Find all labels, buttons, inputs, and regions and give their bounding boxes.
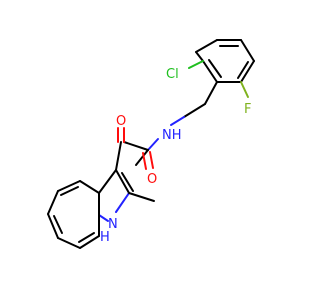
chemical-structure: Cl F NH O O N H xyxy=(47,39,255,249)
ch2-bond xyxy=(183,103,206,118)
ch2-n-bond xyxy=(170,116,185,126)
amide-oxygen-label: O xyxy=(147,172,157,187)
chlorofluorophenyl-ring xyxy=(195,39,255,83)
indole-ring xyxy=(47,169,155,249)
n-c-bond xyxy=(147,138,159,151)
chlorine-label: Cl xyxy=(166,67,179,82)
amide-c-bond xyxy=(135,149,149,166)
amide-co-bond-1 xyxy=(149,151,154,169)
c-f-bond xyxy=(240,81,249,98)
ring-ch2-bond xyxy=(204,81,218,105)
amide-nh-label: NH xyxy=(162,128,182,143)
c-cl-bond xyxy=(188,60,204,69)
keto-amide-bond xyxy=(123,141,149,151)
keto-indole-bond xyxy=(115,141,122,171)
indole-n-label: N xyxy=(108,217,118,232)
indole-h-label: H xyxy=(100,230,110,245)
keto-oxygen-label: O xyxy=(116,114,126,129)
amide-co-bond-2 xyxy=(142,152,147,170)
fluorine-label: F xyxy=(244,102,251,117)
